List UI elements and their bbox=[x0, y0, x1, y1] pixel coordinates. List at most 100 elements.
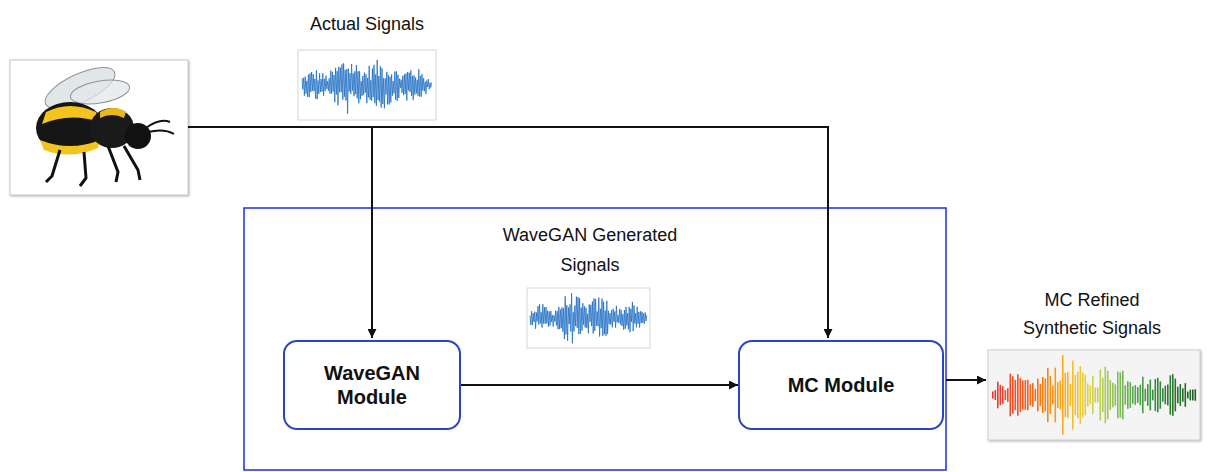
waveform-frame bbox=[298, 50, 436, 120]
waveform-bar bbox=[992, 391, 994, 398]
waveform-bar bbox=[1047, 368, 1049, 422]
waveform-bar bbox=[1115, 384, 1117, 405]
waveform-bar bbox=[1012, 376, 1014, 414]
waveform-bar bbox=[1010, 374, 1012, 417]
waveform-bar bbox=[1067, 372, 1069, 418]
waveform-bar bbox=[1155, 379, 1157, 411]
waveform-bar bbox=[1000, 385, 1002, 405]
waveform-bar bbox=[1147, 384, 1149, 406]
signal-wire bbox=[188, 127, 828, 338]
waveform-bar bbox=[1170, 375, 1172, 414]
waveform-bar bbox=[1122, 371, 1124, 420]
waveform-frame bbox=[527, 288, 650, 348]
waveform-bar bbox=[1112, 383, 1114, 408]
synthetic-waveform bbox=[992, 355, 1196, 434]
waveform-bar bbox=[1052, 386, 1054, 405]
waveform-bar bbox=[1110, 380, 1112, 410]
waveform-bar bbox=[1057, 382, 1059, 408]
output-arrow bbox=[946, 379, 986, 381]
signal-caption: WaveGAN Generated Signals bbox=[490, 220, 690, 280]
waveform-trace bbox=[530, 293, 647, 343]
waveform-bar bbox=[1127, 381, 1129, 409]
system-frame bbox=[244, 208, 946, 470]
module-box: MC Module bbox=[738, 340, 944, 430]
actual-waveform bbox=[302, 60, 432, 114]
waveform-bar bbox=[1080, 366, 1082, 424]
waveform-bar bbox=[1077, 372, 1079, 418]
waveform-bar bbox=[1020, 378, 1022, 412]
waveform-bar bbox=[1022, 380, 1024, 409]
waveform-bar bbox=[1195, 389, 1197, 400]
waveform-bar bbox=[1177, 387, 1179, 403]
waveform-bar bbox=[1135, 385, 1137, 405]
waveform-bar bbox=[1017, 374, 1019, 415]
waveform-bar bbox=[1102, 378, 1104, 412]
module-name: WaveGAN Module bbox=[317, 361, 427, 409]
waveform-bar bbox=[1085, 375, 1087, 415]
waveform-bar bbox=[1095, 387, 1097, 402]
waveform-bar bbox=[1132, 386, 1134, 403]
waveform-bar bbox=[1105, 367, 1107, 424]
waveform-bar bbox=[1157, 378, 1159, 412]
signal-caption: MC Refined Synthetic Signals bbox=[1012, 286, 1172, 342]
waveform-bar bbox=[1035, 389, 1037, 401]
waveform-bar bbox=[1092, 376, 1094, 414]
waveform-bar bbox=[1172, 374, 1174, 416]
waveform-bar bbox=[1137, 387, 1139, 403]
waveform-bar bbox=[1050, 376, 1052, 414]
waveform-bar bbox=[1070, 384, 1072, 406]
waveform-bar bbox=[1145, 389, 1147, 402]
waveform-bar bbox=[1082, 372, 1084, 417]
module-name: MC Module bbox=[788, 373, 895, 397]
waveform-bar bbox=[1027, 380, 1029, 410]
waveform-frame bbox=[988, 350, 1200, 440]
waveform-bar bbox=[1150, 380, 1152, 411]
waveform-bar bbox=[1165, 386, 1167, 405]
waveform-bar bbox=[1120, 372, 1122, 417]
waveform-bar bbox=[1117, 372, 1119, 419]
waveform-bar bbox=[1125, 385, 1127, 405]
signal-wire bbox=[371, 127, 373, 338]
waveform-bar bbox=[1175, 379, 1177, 412]
waveform-bar bbox=[1142, 377, 1144, 413]
waveform-bar bbox=[1002, 386, 1004, 404]
waveform-bar bbox=[1062, 355, 1064, 434]
waveform-trace bbox=[302, 60, 432, 114]
waveform-bar bbox=[1040, 384, 1042, 406]
waveform-bar bbox=[1182, 388, 1184, 401]
waveform-bar bbox=[1055, 368, 1057, 423]
waveform-bar bbox=[1192, 390, 1194, 401]
waveform-bar bbox=[997, 382, 999, 409]
waveform-bar bbox=[1140, 385, 1142, 406]
flow-arrow bbox=[461, 384, 738, 386]
bee-picture bbox=[10, 59, 188, 195]
waveform-bar bbox=[1160, 381, 1162, 408]
waveform-bar bbox=[1072, 361, 1074, 430]
waveform-bar bbox=[1152, 390, 1154, 401]
waveform-bar bbox=[1032, 383, 1034, 407]
waveform-bar bbox=[995, 390, 997, 400]
waveform-bar bbox=[1030, 384, 1032, 405]
waveform-bar bbox=[1060, 381, 1062, 410]
waveform-bar bbox=[1087, 383, 1089, 406]
waveform-bar bbox=[1180, 384, 1182, 406]
waveform-bar bbox=[1042, 377, 1044, 413]
waveform-bar bbox=[1045, 378, 1047, 411]
waveform-bar bbox=[1190, 390, 1192, 401]
waveform-bar bbox=[1007, 388, 1009, 402]
waveform-bar bbox=[1107, 371, 1109, 419]
waveform-bar bbox=[1100, 369, 1102, 420]
waveform-bar bbox=[1005, 390, 1007, 400]
waveform-bar bbox=[1187, 392, 1189, 399]
waveform-bar bbox=[1185, 383, 1187, 407]
waveform-bar bbox=[1025, 380, 1027, 410]
waveform-bar bbox=[1097, 388, 1099, 403]
waveform-bar bbox=[1130, 382, 1132, 408]
waveform-bar bbox=[1090, 386, 1092, 405]
waveform-bar bbox=[1065, 373, 1067, 417]
signal-caption: Actual Signals bbox=[257, 12, 477, 36]
waveform-bar bbox=[1162, 388, 1164, 401]
waveform-bar bbox=[1167, 384, 1169, 405]
